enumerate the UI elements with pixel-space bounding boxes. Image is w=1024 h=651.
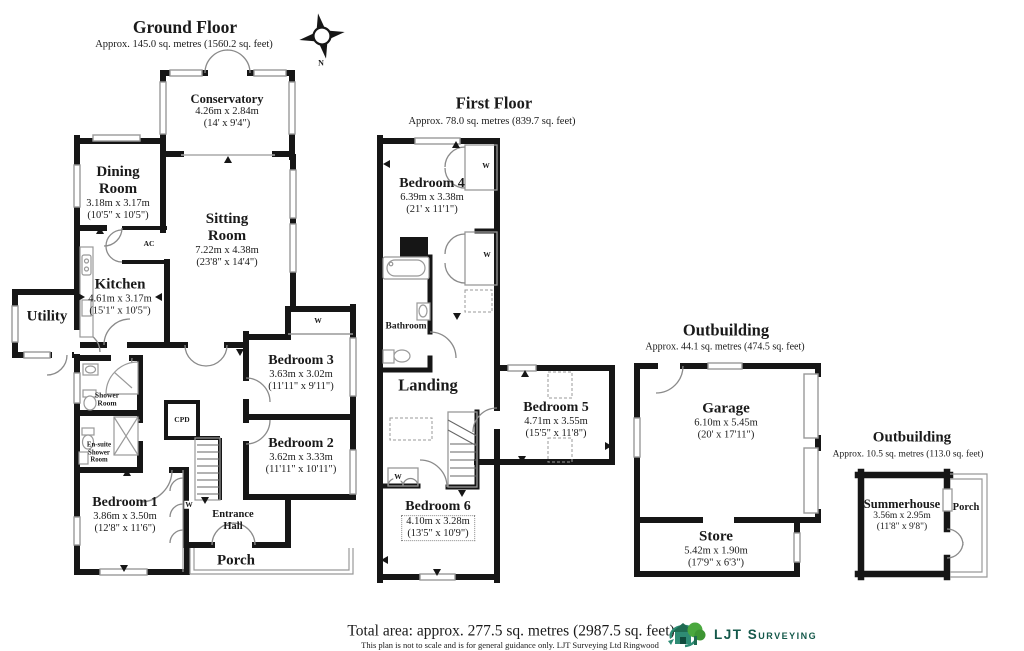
annotation-ac: AC [142, 238, 156, 249]
annotation-wardrobe-ff-3: W [393, 471, 403, 482]
room-label-porch-summerhouse: Porch [952, 502, 980, 514]
ground-floor-title: Ground Floor [132, 17, 238, 38]
outbuilding-garage-area: Approx. 44.1 sq. metres (474.5 sq. feet) [645, 341, 805, 353]
first-floor-plan [377, 135, 615, 583]
outbuilding-summerhouse-plan [854, 468, 988, 581]
annotation-wardrobe-ff-1: W [481, 160, 491, 171]
annotation-wardrobe-bed3: W [313, 315, 323, 326]
first-floor-title: First Floor [455, 93, 533, 113]
outbuilding-summerhouse-area: Approx. 10.5 sq. metres (113.0 sq. feet) [832, 449, 984, 460]
ljt-logo-icon [668, 622, 706, 648]
room-label-store: Store 5.42m x 1.90m (17'9" x 6'3") [684, 528, 748, 569]
outbuilding-summerhouse-title: Outbuilding [872, 429, 952, 446]
room-label-utility: Utility [26, 308, 68, 325]
room-label-conservatory: Conservatory 4.26m x 2.84m (14' x 9'4") [190, 92, 264, 130]
room-label-bedroom-6: Bedroom 6 4.10m x 3.28m (13'5" x 10'9") [401, 499, 475, 541]
room-label-sitting-room: Sitting Room 7.22m x 4.38m (23'8" x 14'4… [195, 211, 259, 268]
ground-floor-plan [11, 49, 357, 576]
room-label-bedroom-1: Bedroom 1 3.86m x 3.50m (12'8" x 11'6") [92, 495, 158, 534]
outbuilding-garage-plan [633, 362, 821, 577]
room-label-bedroom-5: Bedroom 5 4.71m x 3.55m (15'5" x 11'8") [523, 400, 589, 439]
disclaimer-text: This plan is not to scale and is for gen… [361, 640, 659, 651]
room-label-bedroom-2: Bedroom 2 3.62m x 3.33m (11'11" x 10'11"… [265, 436, 337, 475]
room-label-ensuite-shower-room: En-suite Shower Room [86, 441, 112, 464]
ljt-surveying-logo: LJT Surveying [664, 617, 817, 651]
annotation-wardrobe-bed1: W [184, 499, 194, 510]
total-area-text: Total area: approx. 277.5 sq. metres (29… [347, 622, 675, 640]
first-floor-area: Approx. 78.0 sq. metres (839.7 sq. feet) [408, 116, 576, 128]
room-label-bathroom: Bathroom [385, 321, 427, 332]
room-label-bedroom-4: Bedroom 4 6.39m x 3.38m (21' x 11'1") [399, 176, 465, 215]
room-label-dining-room: Dining Room 3.18m x 3.17m (10'5" x 10'5"… [86, 164, 150, 221]
room-label-porch-gf: Porch [216, 552, 256, 569]
room-label-summerhouse: Summerhouse 3.56m x 2.95m (11'8" x 9'8") [863, 497, 941, 533]
compass-icon [299, 13, 345, 59]
room-label-entrance-hall: Entrance Hall [212, 509, 254, 532]
room-label-landing: Landing [398, 375, 458, 395]
room-label-bedroom-3: Bedroom 3 3.63m x 3.02m (11'11" x 9'11") [268, 353, 334, 392]
annotation-cpd: CPD [173, 414, 191, 425]
room-label-kitchen: Kitchen 4.61m x 3.17m (15'1" x 10'5") [88, 276, 152, 317]
logo-text: LJT Surveying [714, 626, 818, 642]
room-label-garage: Garage 6.10m x 5.45m (20' x 17'11") [694, 400, 758, 441]
compass-north-label: N [318, 58, 324, 68]
room-label-shower-room: Shower Room [94, 390, 120, 408]
ground-floor-area: Approx. 145.0 sq. metres (1560.2 sq. fee… [95, 39, 273, 51]
outbuilding-garage-title: Outbuilding [682, 320, 770, 340]
annotation-wardrobe-ff-2: W [482, 249, 492, 260]
